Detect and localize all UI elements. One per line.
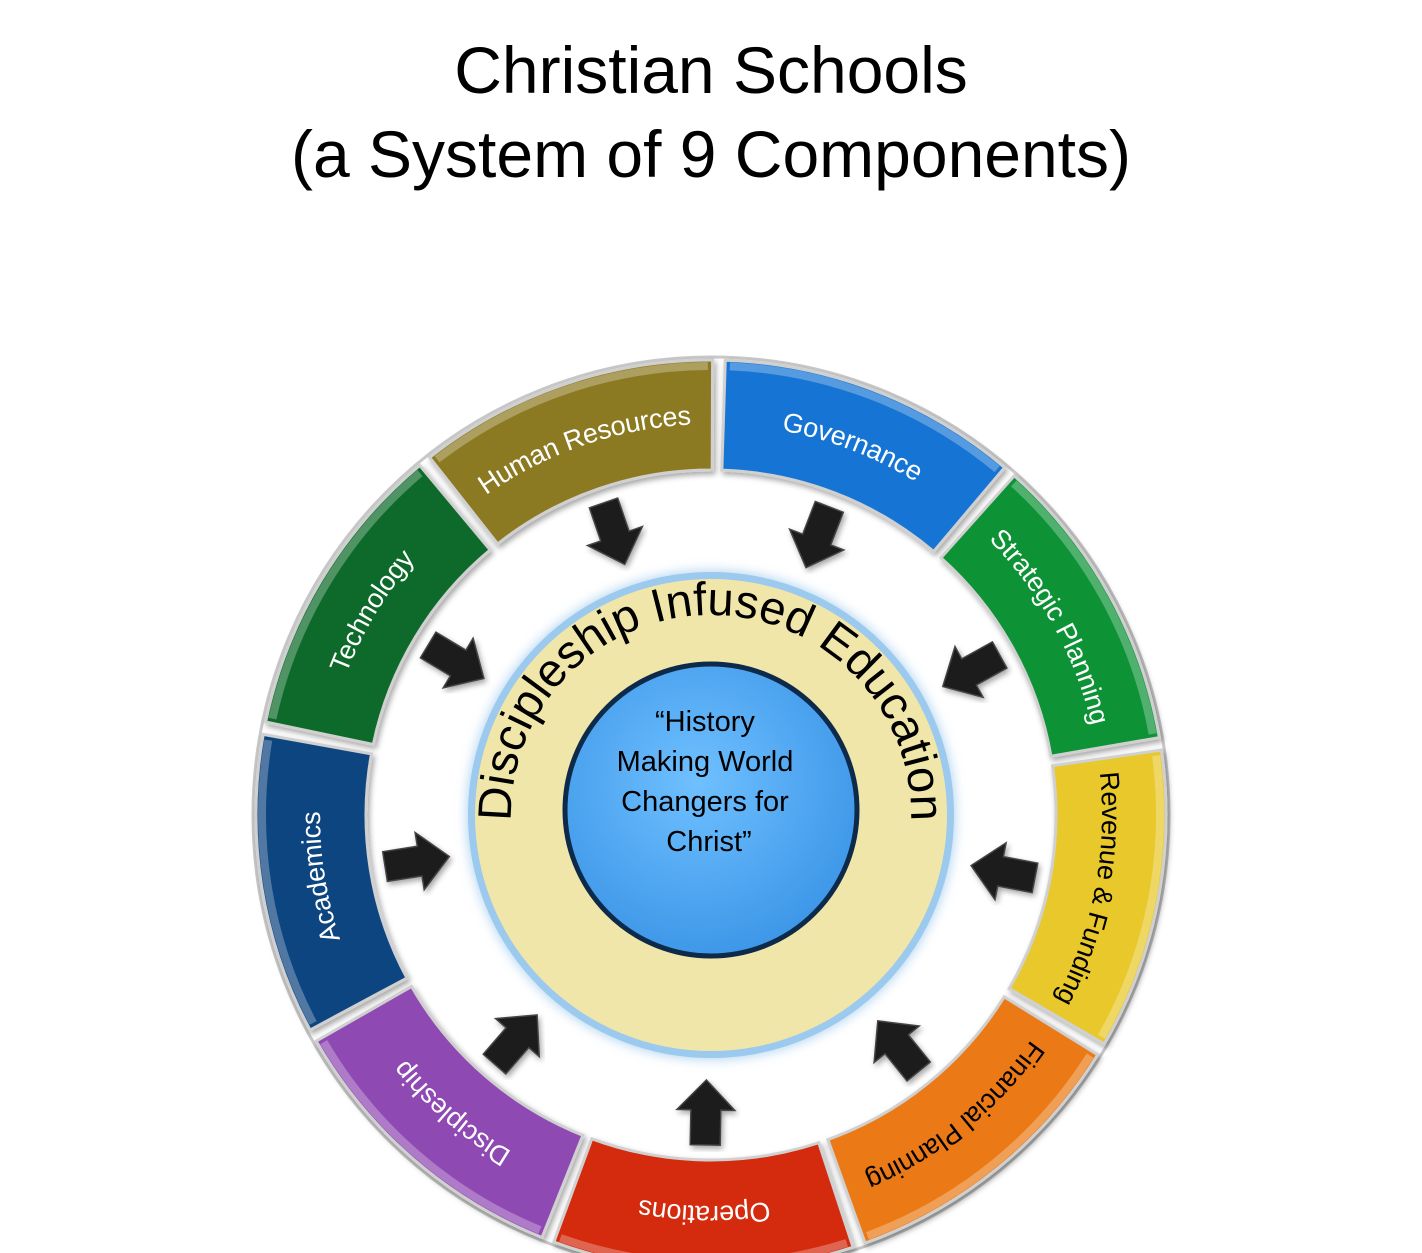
segment-revenue-funding: Revenue & Funding: [1007, 748, 1168, 1046]
segment-governance: Governance: [720, 358, 1007, 554]
segment-revenue-funding-shape: [1007, 748, 1168, 1046]
segment-discipleship-highlight: [320, 1040, 542, 1234]
segment-governance-highlight: [729, 362, 1000, 473]
arrow-discipleship: [482, 1014, 541, 1075]
mission-line-4: Christ”: [666, 826, 751, 858]
segment-strategic-planning-highlight: [1011, 480, 1157, 735]
segment-strategic-planning: Strategic Planning: [938, 473, 1162, 759]
segment-human-resources: Human Resources: [427, 358, 715, 546]
mission-statement: “History Making World Changers for Chris…: [617, 706, 802, 858]
arrow-revenue-funding: [970, 841, 1039, 902]
arrow-technology: [419, 631, 485, 690]
mission-line-1: “History: [655, 706, 755, 738]
arrow-academics: [381, 830, 451, 892]
segment-academics-highlight: [258, 739, 317, 1025]
segment-financial-planning: Financial Planning: [825, 994, 1100, 1246]
segment-academics: Academics: [254, 732, 409, 1033]
segment-operations-shape: [551, 1136, 856, 1253]
arrow-group: [381, 497, 1039, 1146]
arrow-human-resources: [585, 497, 644, 566]
segment-strategic-planning-shape: [938, 473, 1162, 759]
mission-core: [562, 661, 860, 959]
mission-line-2: Making World: [617, 746, 794, 778]
arrow-governance: [788, 500, 846, 569]
segment-academics-shape: [254, 732, 409, 1033]
segment-financial-planning-shape: [825, 994, 1100, 1246]
arrow-operations: [675, 1078, 737, 1146]
arrow-strategic-planning: [941, 640, 1008, 699]
segment-discipleship-shape: [314, 984, 585, 1240]
segment-technology-highlight: [268, 470, 423, 720]
segment-discipleship: Discipleship: [314, 984, 585, 1240]
segment-operations: Operations: [551, 1136, 856, 1253]
title-line-2: (a System of 9 Components): [290, 117, 1132, 191]
mission-line-3: Changers for: [621, 786, 789, 818]
title-line-1: Christian Schools: [454, 33, 968, 107]
diagram-title: Christian Schools (a System of 9 Compone…: [0, 28, 1422, 196]
segment-revenue-funding-highlight: [1097, 755, 1164, 1039]
segment-human-resources-shape: [427, 358, 715, 546]
segment-technology: Technology: [263, 463, 493, 747]
arrow-financial-planning: [873, 1020, 932, 1082]
segment-financial-planning-highlight: [866, 1053, 1094, 1240]
discipleship-ring-glow: [468, 572, 954, 1058]
segment-technology-shape: [263, 463, 493, 747]
segment-governance-shape: [720, 358, 1007, 554]
outer-ring-outline: [251, 355, 1171, 1253]
segment-human-resources-highlight: [434, 362, 708, 463]
